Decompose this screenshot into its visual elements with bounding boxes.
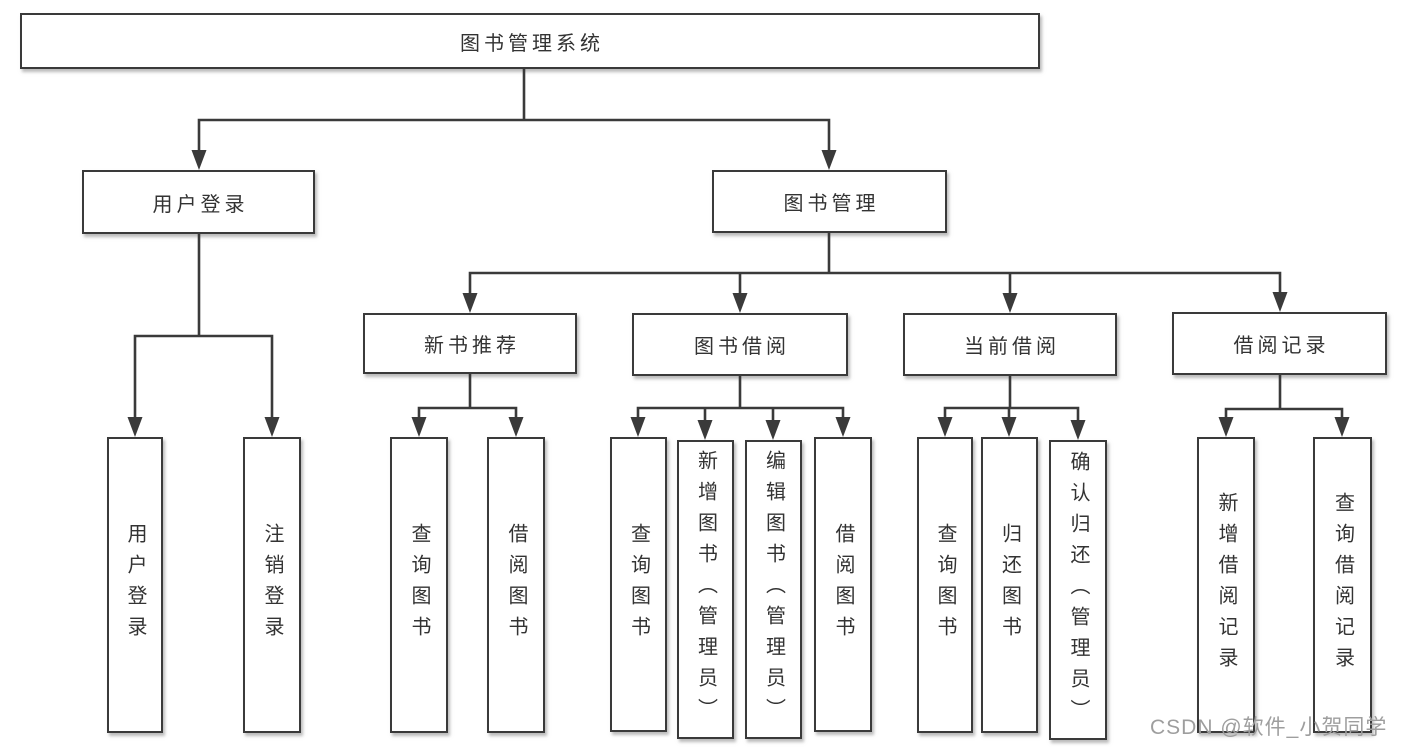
node-label: 查询图书 (627, 522, 650, 647)
leaf-borrow-books-recommend: 借阅图书 (487, 437, 545, 733)
leaf-borrow-books: 借阅图书 (814, 437, 872, 732)
node-label: 新增图书（管理员） (694, 450, 717, 729)
node-label: 图书管理 (783, 193, 880, 215)
node-label: 用户登录 (124, 523, 146, 647)
leaf-edit-books-admin: 编辑图书（管理员） (745, 440, 802, 739)
leaf-query-books-current: 查询图书 (917, 437, 973, 733)
node-label: 查询图书 (408, 523, 430, 647)
node-label: 编辑图书（管理员） (762, 450, 785, 729)
node-label: 用户登录 (152, 193, 249, 216)
node-book-management: 图书管理 (712, 170, 947, 233)
leaf-query-borrow-record: 查询借阅记录 (1313, 437, 1372, 733)
leaf-user-login: 用户登录 (107, 437, 163, 733)
node-label: 借阅记录 (1233, 335, 1330, 357)
leaf-add-borrow-record: 新增借阅记录 (1197, 437, 1255, 733)
node-library-system-root: 图书管理系统 (20, 13, 1040, 69)
node-label: 新增借阅记录 (1215, 492, 1237, 678)
node-book-borrowing: 图书借阅 (632, 313, 848, 376)
node-label: 新书推荐 (424, 335, 520, 357)
node-label: 图书借阅 (694, 336, 790, 358)
node-label: 查询借阅记录 (1331, 492, 1354, 678)
node-label: 归还图书 (998, 523, 1021, 647)
leaf-return-books: 归还图书 (981, 437, 1038, 733)
node-label: 确认归还（管理员） (1067, 450, 1089, 730)
node-label: 图书管理系统 (460, 32, 604, 55)
leaf-confirm-return-admin: 确认归还（管理员） (1049, 440, 1107, 740)
node-label: 借阅图书 (832, 522, 854, 647)
node-current-borrowing: 当前借阅 (903, 313, 1117, 376)
leaf-query-books-recommend: 查询图书 (390, 437, 448, 733)
node-label: 借阅图书 (505, 523, 527, 647)
leaf-logout: 注销登录 (243, 437, 301, 733)
leaf-query-books-borrowing: 查询图书 (610, 437, 667, 732)
node-label: 注销登录 (261, 523, 283, 647)
node-borrowing-records: 借阅记录 (1172, 312, 1387, 375)
node-new-book-recommend: 新书推荐 (363, 313, 577, 374)
node-label: 查询图书 (934, 523, 956, 647)
node-user-login: 用户登录 (82, 170, 315, 234)
csdn-watermark: CSDN @软件_小贺同学 (1150, 716, 1388, 739)
leaf-add-books-admin: 新增图书（管理员） (677, 440, 734, 739)
node-label: 当前借阅 (964, 336, 1060, 358)
